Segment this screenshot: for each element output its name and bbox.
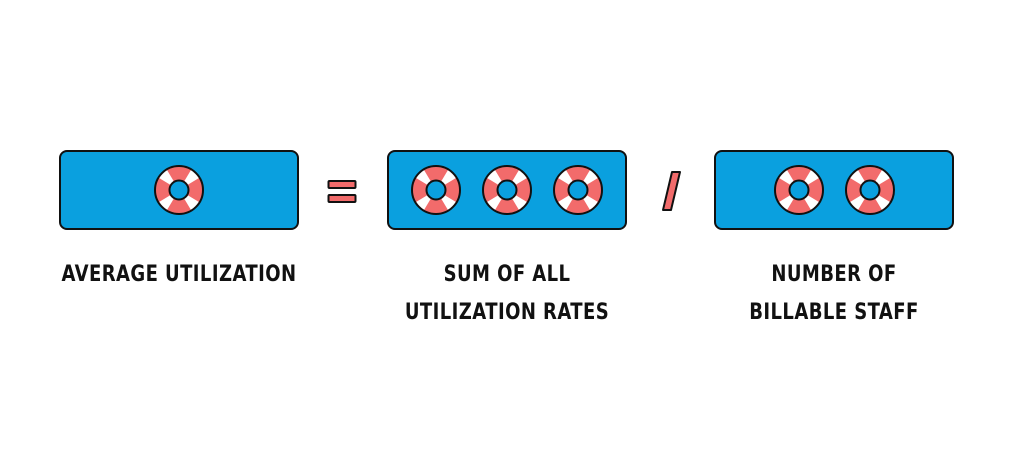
sum-of-utilization-rates-box (387, 150, 627, 230)
life-ring-icon (482, 165, 532, 215)
billable-staff-label: NUMBER OF BILLABLE STAFF (703, 256, 965, 332)
life-ring-icon (411, 165, 461, 215)
sum-of-utilization-rates-label: SUM OF ALL UTILIZATION RATES (376, 256, 638, 332)
label-line: SUM OF ALL (443, 262, 571, 287)
label-line: UTILIZATION RATES (404, 300, 610, 325)
label-line: BILLABLE STAFF (749, 300, 919, 325)
slash-icon (662, 171, 681, 211)
label-line: NUMBER OF (771, 262, 897, 287)
life-ring-icon (553, 165, 603, 215)
life-ring-icon (154, 165, 204, 215)
billable-staff-box (714, 150, 954, 230)
average-utilization-box (59, 150, 299, 230)
life-ring-icon (844, 165, 895, 215)
life-ring-icon (773, 165, 824, 215)
equals-icon (327, 180, 357, 203)
average-utilization-label: AVERAGE UTILIZATION (48, 256, 310, 294)
label-line: AVERAGE UTILIZATION (61, 262, 297, 287)
